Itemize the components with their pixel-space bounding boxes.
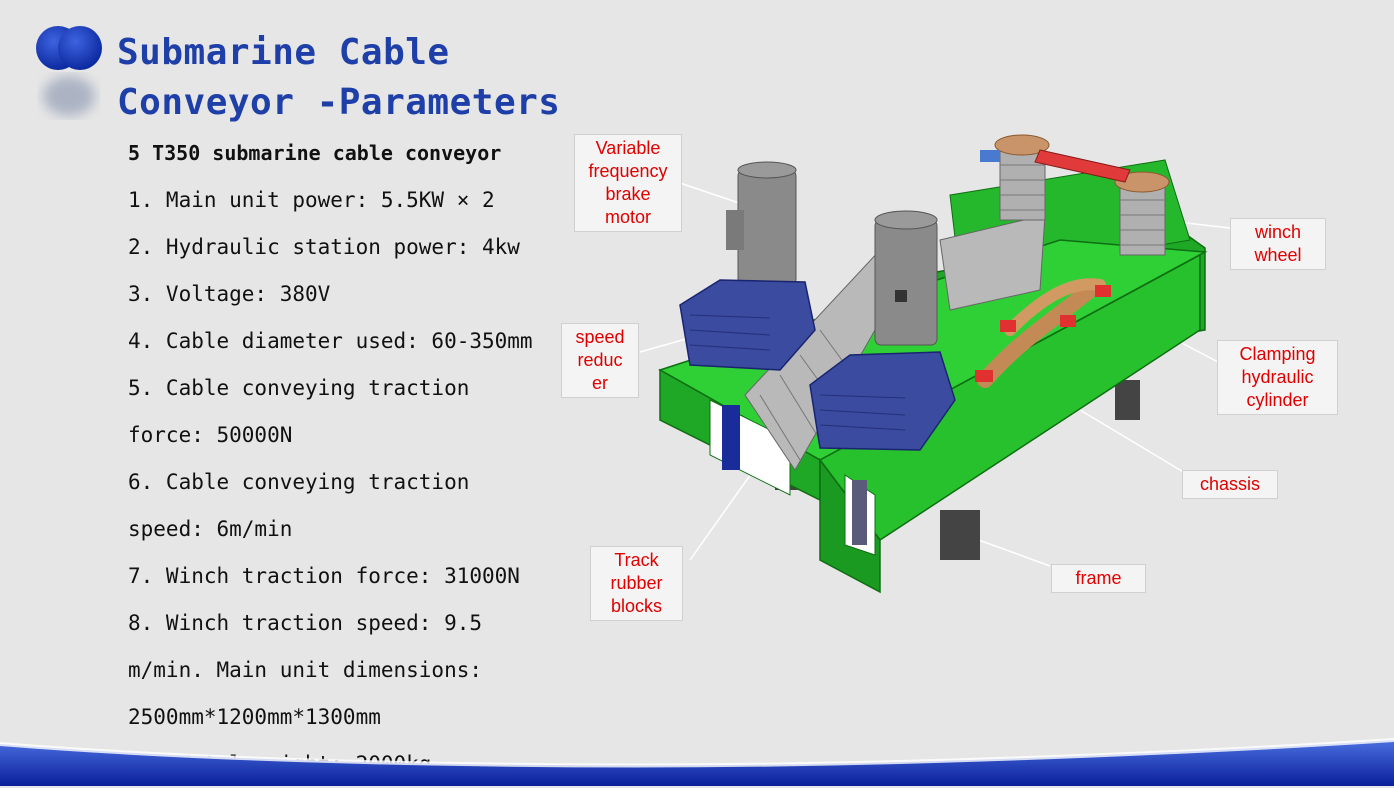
title-line-1: Submarine Cable [117,32,450,73]
callout-speed-reducer: speed reduc er [561,323,639,398]
callout-chassis: chassis [1182,470,1278,499]
spec-item: force: 50000N [128,423,293,447]
spec-item: 6. Cable conveying traction [128,470,470,494]
spec-item: 3. Voltage: 380V [128,282,331,306]
spec-item: speed: 6m/min [128,517,293,541]
spec-item: 4. Cable diameter used: 60-350mm [128,329,533,353]
callout-motor: Variable frequency brake motor [574,134,682,232]
spec-list: 5 T350 submarine cable conveyor 1. Main … [128,130,558,788]
spec-item: 1. Main unit power: 5.5KW × 2 [128,188,495,212]
spec-item: 8. Winch traction speed: 9.5 [128,611,483,635]
title-line-2: Conveyor -Parameters [117,82,561,123]
spec-item: 7. Winch traction force: 31000N [128,564,520,588]
spec-item: 2. Hydraulic station power: 4kw [128,235,520,259]
logo-icon [36,26,102,116]
spec-item: m/min. Main unit dimensions: [128,658,483,682]
page-title: Submarine Cable Conveyor -Parameters [117,28,560,128]
spec-item: 5. Cable conveying traction [128,376,470,400]
callout-track-blocks: Track rubber blocks [590,546,683,621]
spec-heading: 5 T350 submarine cable conveyor [128,141,502,165]
callout-winch-wheel: winch wheel [1230,218,1326,270]
callout-frame: frame [1051,564,1146,593]
cable-conveyor-illustration [639,134,1231,594]
callout-clamping-cylinder: Clamping hydraulic cylinder [1217,340,1338,415]
footer-wave [0,738,1394,786]
spec-item: 2500mm*1200mm*1300mm [128,705,381,729]
